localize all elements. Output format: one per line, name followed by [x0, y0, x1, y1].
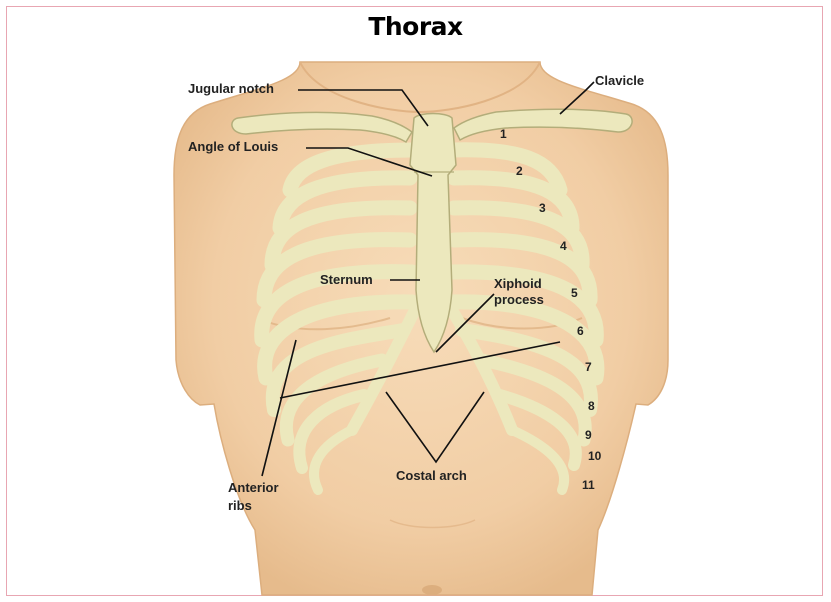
navel	[422, 585, 442, 595]
rib-number-1: 1	[500, 127, 507, 141]
rib-number-6: 6	[577, 324, 584, 338]
label-sternum: Sternum	[320, 272, 373, 288]
label-xiphoid-line2: process	[494, 292, 544, 308]
label-clavicle: Clavicle	[595, 73, 644, 89]
rib-number-10: 10	[588, 449, 601, 463]
rib-number-7: 7	[585, 360, 592, 374]
rib-number-5: 5	[571, 286, 578, 300]
label-costal-arch: Costal arch	[396, 468, 467, 484]
rib-number-11: 11	[582, 478, 595, 492]
rib-number-3: 3	[539, 201, 546, 215]
label-anterior-line1: Anterior	[228, 480, 279, 496]
label-anterior-line2: ribs	[228, 498, 252, 514]
rib-number-4: 4	[560, 239, 567, 253]
rib-number-9: 9	[585, 428, 592, 442]
label-jugular-notch: Jugular notch	[188, 81, 274, 97]
label-angle-of-louis: Angle of Louis	[188, 139, 278, 155]
rib-number-2: 2	[516, 164, 523, 178]
label-xiphoid-line1: Xiphoid	[494, 276, 542, 292]
rib-number-8: 8	[588, 399, 595, 413]
